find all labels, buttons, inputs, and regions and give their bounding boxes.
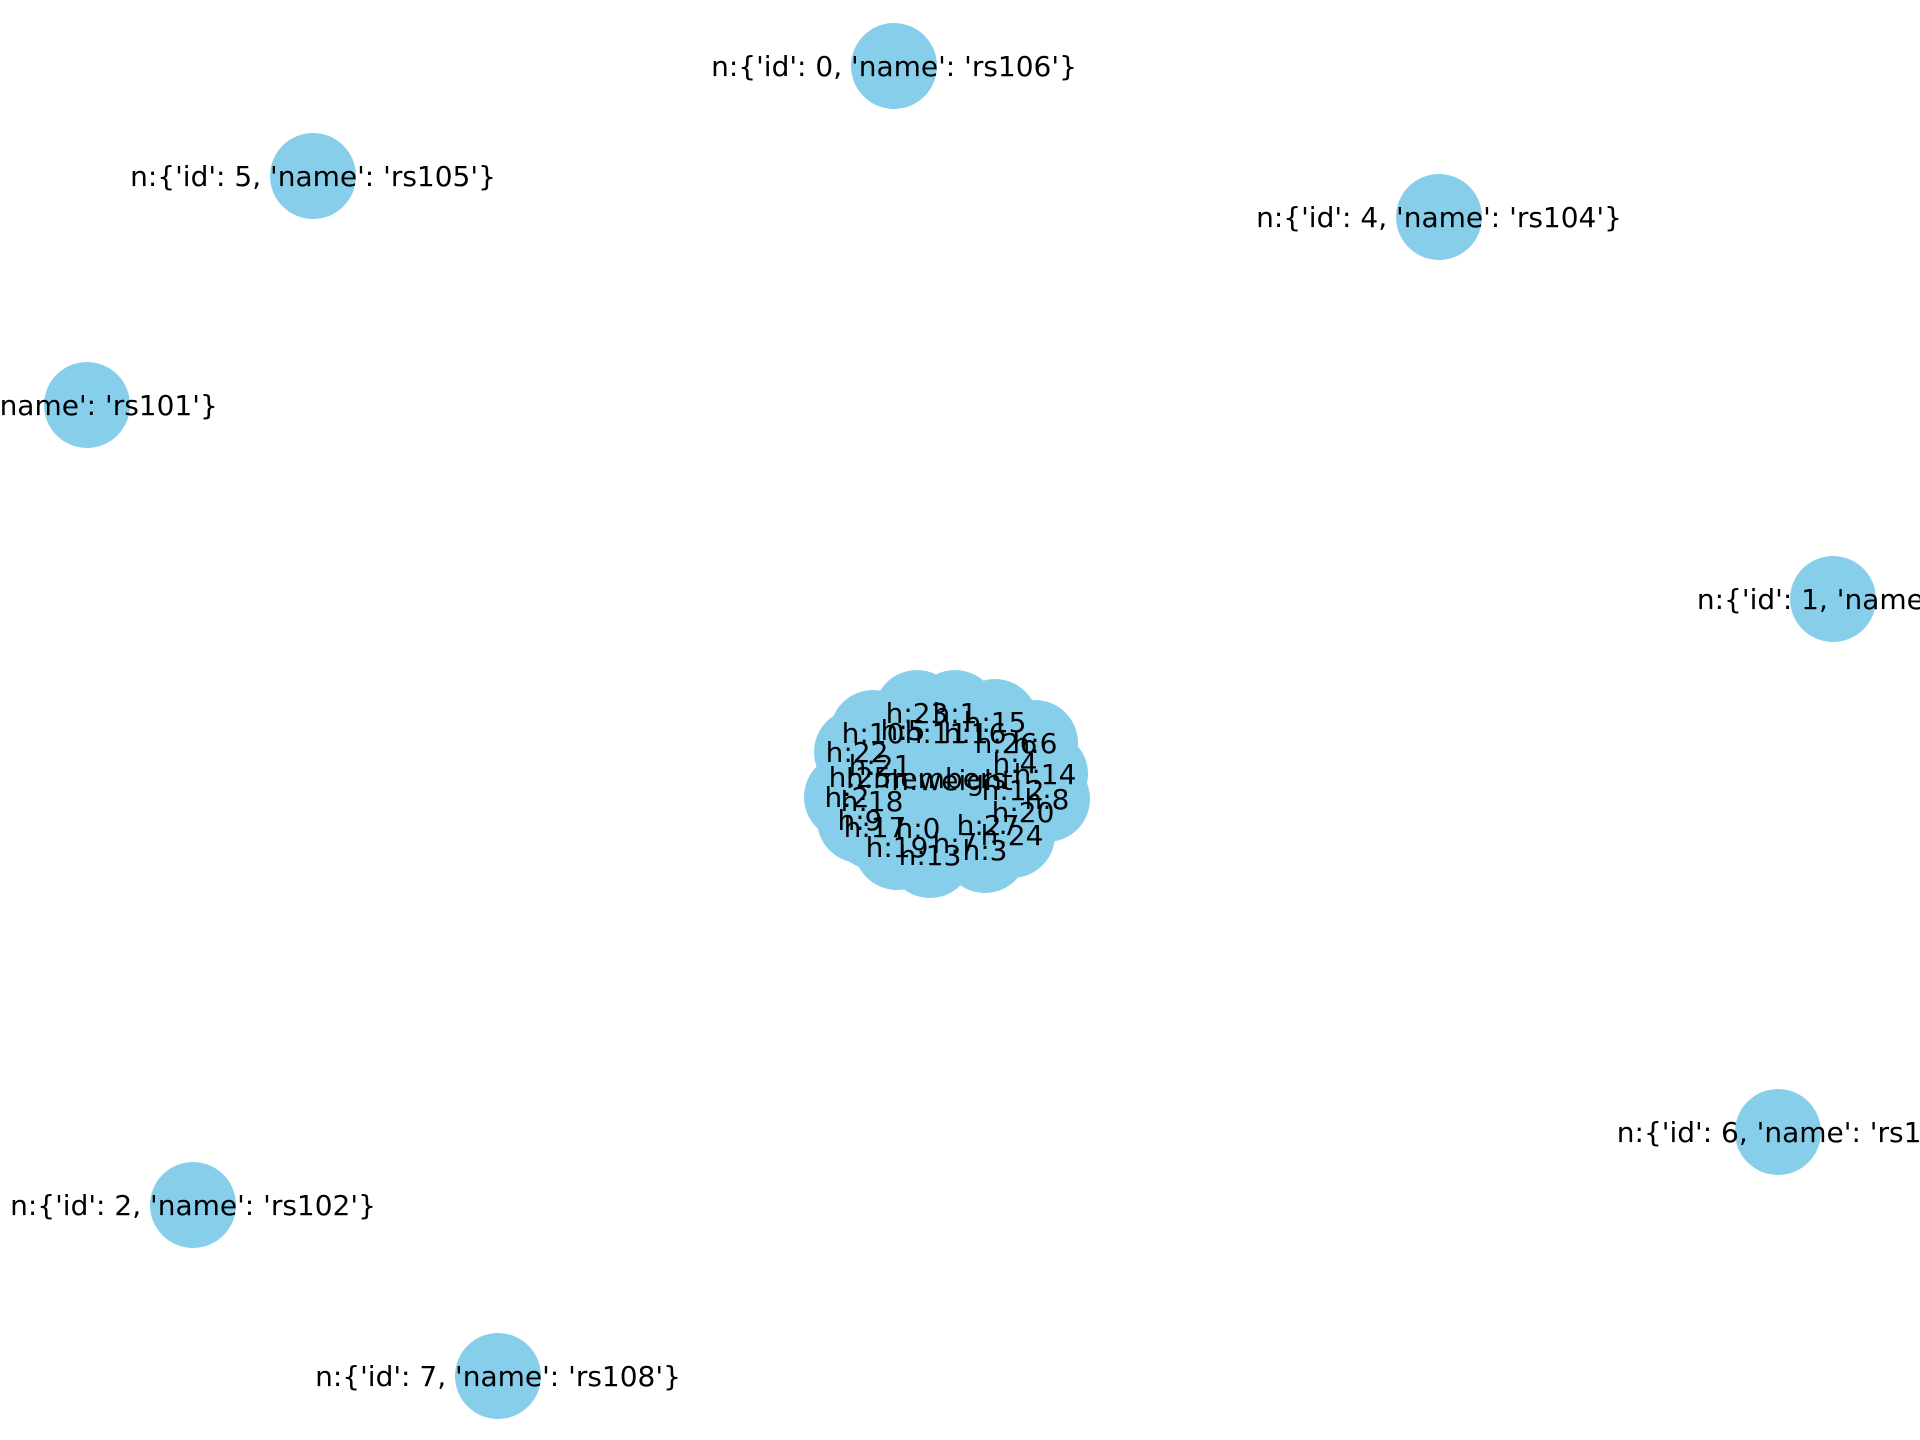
cluster-node-label: h:7 bbox=[933, 827, 978, 860]
cluster-node-label: h:14 bbox=[1014, 758, 1077, 791]
cluster-node-label: h:11 bbox=[905, 717, 968, 750]
cluster-node-label: h:3 bbox=[963, 834, 1008, 867]
cluster-node-label: h:2 bbox=[825, 781, 870, 814]
outer-node-circle bbox=[1396, 174, 1482, 260]
outer-node-label: n:{'id': 2, 'name': 'rs102'} bbox=[10, 1189, 376, 1222]
cluster-node-label: h:4 bbox=[993, 747, 1038, 780]
cluster-node-label: h:weight bbox=[891, 764, 1013, 797]
cluster-node-label: h:18 bbox=[841, 785, 904, 818]
outer-node-circle bbox=[1735, 1089, 1821, 1175]
cluster-node-label: h:25 bbox=[829, 761, 892, 794]
outer-node-label: n:{'id': 6, 'name': 'rs10 bbox=[1617, 1116, 1920, 1149]
cluster-node-label: h:15 bbox=[964, 706, 1027, 739]
cluster-node-label: h:13 bbox=[899, 839, 962, 872]
cluster-node-label: h:19 bbox=[866, 831, 929, 864]
cluster-node-label: h:27 bbox=[957, 809, 1020, 842]
cluster-node-label: h:9 bbox=[838, 804, 883, 837]
cluster-node-label: h:26 bbox=[975, 727, 1038, 760]
outer-node-label: 3, 'name': 'rs101'} bbox=[0, 389, 218, 422]
cluster-node-label: h:members bbox=[846, 762, 1006, 795]
outer-node-circle bbox=[1790, 556, 1876, 642]
cluster-node-label: h:24 bbox=[981, 819, 1044, 852]
cluster-node-circle bbox=[887, 812, 973, 898]
outer-node-label: n:{'id': 4, 'name': 'rs104'} bbox=[1256, 201, 1622, 234]
cluster-node-label: h:8 bbox=[1025, 783, 1070, 816]
cluster-node-label: h:12 bbox=[982, 774, 1045, 807]
cluster-node-label: h:16 bbox=[944, 717, 1007, 750]
cluster-node-label: h:20 bbox=[992, 796, 1055, 829]
outer-node-label: n:{'id': 1, 'name': 'r bbox=[1697, 583, 1920, 616]
cluster-node-label: h:17 bbox=[844, 811, 907, 844]
cluster-node-label: h:1 bbox=[933, 697, 978, 730]
outer-node-label: n:{'id': 0, 'name': 'rs106'} bbox=[711, 50, 1077, 83]
outer-node-label: n:{'id': 5, 'name': 'rs105'} bbox=[130, 160, 496, 193]
node-layer bbox=[44, 23, 1876, 1419]
cluster-node-label: h:22 bbox=[826, 736, 889, 769]
cluster-node-label: h:6 bbox=[1013, 727, 1058, 760]
outer-node-circle bbox=[150, 1162, 236, 1248]
outer-node-circle bbox=[270, 133, 356, 219]
outer-node-label: n:{'id': 7, 'name': 'rs108'} bbox=[315, 1360, 681, 1393]
cluster-node-label: h:5 bbox=[881, 714, 926, 747]
outer-node-circle bbox=[851, 23, 937, 109]
outer-node-circle bbox=[455, 1333, 541, 1419]
cluster-node-label: h:21 bbox=[849, 749, 912, 782]
cluster-node-label: h:0 bbox=[896, 812, 941, 845]
cluster-node-label: h:10 bbox=[842, 717, 905, 750]
cluster-node-label: h:23 bbox=[886, 697, 949, 730]
outer-node-circle bbox=[44, 362, 130, 448]
